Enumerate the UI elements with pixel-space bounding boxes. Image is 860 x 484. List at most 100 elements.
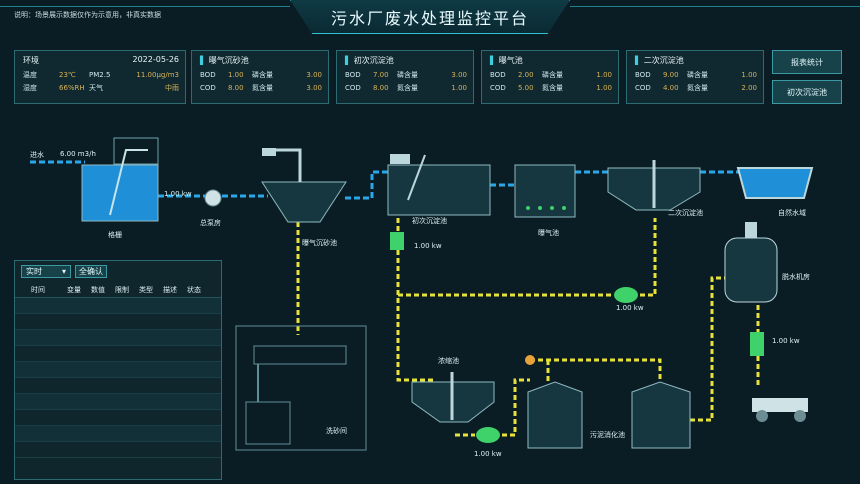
panel-row: COD 5.00 氮含量 1.00 xyxy=(482,81,618,94)
metric-value: 3.00 xyxy=(306,83,322,92)
panel-name: 二次沉淀池 xyxy=(643,56,684,65)
bod-label: BOD xyxy=(345,70,361,79)
dewater-pump-icon[interactable] xyxy=(750,332,764,356)
table-row[interactable] xyxy=(15,362,221,378)
grit-pipe xyxy=(270,148,302,182)
disclaimer-note: 说明：场景展示数据仅作为示意用，非真实数据 xyxy=(14,11,161,19)
panel-header: ▌ 曝气沉砂池 xyxy=(200,56,249,65)
table-row[interactable] xyxy=(15,410,221,426)
header-description: 描述 xyxy=(163,285,177,294)
primary-label: 初次沉淀池 xyxy=(412,217,447,225)
metric-value: 1.00 xyxy=(451,83,467,92)
yellow-pipes xyxy=(296,218,760,437)
pipe-digester-dewater xyxy=(690,276,735,422)
pump2-power: 1.00 kw xyxy=(414,242,442,250)
thickener-label: 浓缩池 xyxy=(438,357,459,365)
cod-value: 8.00 xyxy=(228,83,244,92)
page-title-text: 污水厂废水处理监控平台 xyxy=(330,8,529,28)
title-line-left xyxy=(0,6,290,7)
thickener-pump-icon[interactable] xyxy=(476,427,500,443)
table-row[interactable] xyxy=(15,426,221,442)
cod-value: 5.00 xyxy=(518,83,534,92)
metric-value: 3.00 xyxy=(306,70,322,79)
grille-arm xyxy=(109,149,148,216)
table-row[interactable] xyxy=(15,330,221,346)
metric-value: 1.00 xyxy=(596,70,612,79)
alarm-table-panel: 实时 ▾ 全确认 时间 变量 数值 限制 类型 描述 状态 xyxy=(14,260,222,480)
bod-value: 2.00 xyxy=(518,70,534,79)
pipe-secondary-down xyxy=(640,218,657,297)
realtime-select-label: 实时 xyxy=(26,267,42,276)
table-row[interactable] xyxy=(15,314,221,330)
digester-label: 污泥消化池 xyxy=(590,431,625,439)
table-row[interactable] xyxy=(15,394,221,410)
sand-wash-room xyxy=(235,325,367,451)
confirm-all-button[interactable]: 全确认 xyxy=(75,265,107,278)
pipe-digester-top xyxy=(530,358,662,385)
inflow-rate: 6.00 m3/h xyxy=(60,150,96,158)
table-row[interactable] xyxy=(15,442,221,458)
pipe-primary-thickener xyxy=(396,218,435,382)
header-type: 类型 xyxy=(139,285,153,294)
report-stats-button[interactable]: 报表统计 xyxy=(772,50,842,74)
bod-label: BOD xyxy=(490,70,506,79)
sand-wash-bin xyxy=(245,401,291,445)
process-diagram xyxy=(30,137,814,451)
cod-value: 4.00 xyxy=(663,83,679,92)
metric-value: 1.00 xyxy=(596,83,612,92)
grit-chamber-tank xyxy=(261,181,347,223)
truck-wheel xyxy=(756,410,768,422)
metric-label: 氮含量 xyxy=(542,83,563,92)
main-pump-icon[interactable] xyxy=(204,189,222,207)
metric-label: 氮含量 xyxy=(252,83,273,92)
environment-header: 环境 2022-05-26 xyxy=(15,51,185,68)
sand-wash-label: 洗砂间 xyxy=(326,427,347,435)
table-row[interactable] xyxy=(15,378,221,394)
bod-value: 9.00 xyxy=(663,70,679,79)
environment-date: 2022-05-26 xyxy=(132,55,180,64)
dewatering-top xyxy=(745,222,757,238)
cod-label: COD xyxy=(635,83,651,92)
dewater-label: 脱水机房 xyxy=(782,273,810,281)
aeration-tank xyxy=(514,164,576,218)
bod-value: 7.00 xyxy=(373,70,389,79)
title-line-right xyxy=(570,6,860,7)
metric-label: 磷含量 xyxy=(397,70,418,79)
cod-value: 8.00 xyxy=(373,83,389,92)
panel-name: 曝气沉砂池 xyxy=(208,56,249,65)
panel-name: 初次沉淀池 xyxy=(353,56,394,65)
pump1-power: 1.00 kw xyxy=(164,190,192,198)
table-row[interactable] xyxy=(15,298,221,314)
digester-gauge-icon xyxy=(525,355,535,365)
metric-label: 氮含量 xyxy=(397,83,418,92)
realtime-select[interactable]: 实时 ▾ xyxy=(21,265,71,278)
truck-wheel xyxy=(794,410,806,422)
cod-label: COD xyxy=(490,83,506,92)
table-row[interactable] xyxy=(15,346,221,362)
return-pump-icon[interactable] xyxy=(614,287,638,303)
aeration-label: 曝气池 xyxy=(538,229,559,237)
chevron-down-icon: ▾ xyxy=(61,267,66,276)
panel-row: BOD 2.00 磷含量 1.00 xyxy=(482,68,618,81)
blue-pipes xyxy=(30,160,740,200)
panel-header: ▌ 初次沉淀池 xyxy=(345,56,394,65)
metric-label: 磷含量 xyxy=(687,70,708,79)
primary-clarifier-button[interactable]: 初次沉淀池 xyxy=(772,80,842,104)
primary-motor xyxy=(390,154,410,164)
aeration-bubbles xyxy=(526,206,566,210)
panel-name: 曝气池 xyxy=(498,56,523,65)
header-value: 数值 xyxy=(91,285,105,294)
header-variable: 变量 xyxy=(67,285,81,294)
primary-sludge-pump-icon[interactable] xyxy=(390,232,404,250)
metric-label: 磷含量 xyxy=(542,70,563,79)
env-value: 11.00μg/m3 xyxy=(136,70,179,79)
